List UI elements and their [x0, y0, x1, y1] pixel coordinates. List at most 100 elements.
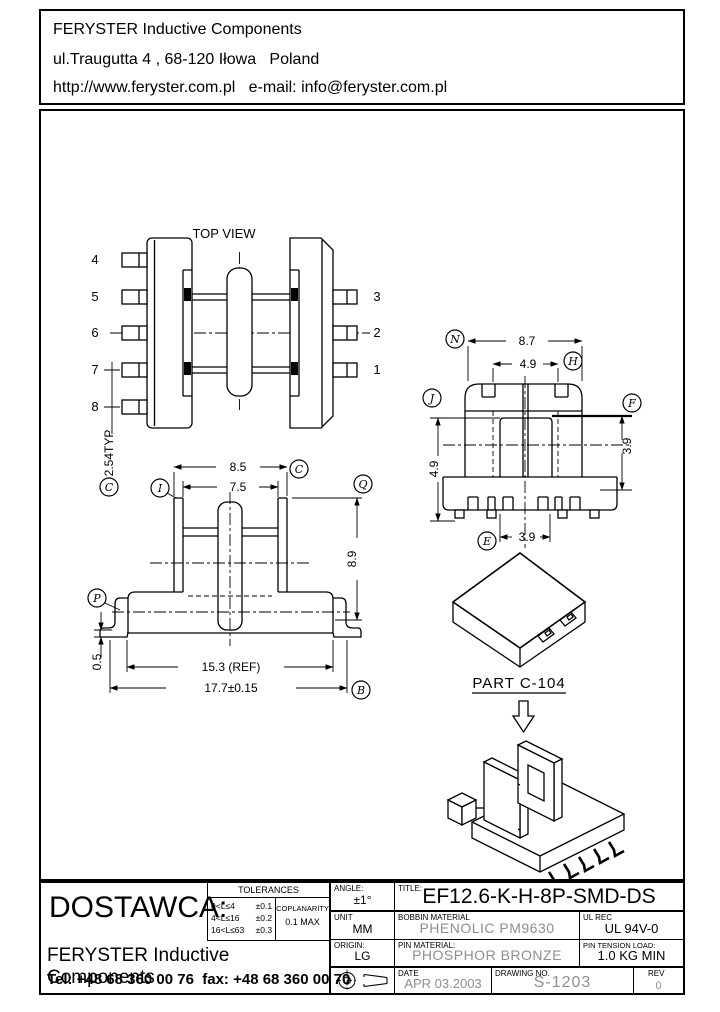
origin-value: LG	[354, 949, 371, 963]
rev-value: 0	[655, 980, 662, 992]
ul-rec-value: UL 94V-0	[604, 921, 659, 936]
pin-material-value: PHOSPHOR BRONZE	[412, 947, 562, 963]
dim-side-width: 8.7	[519, 334, 536, 348]
top-view-title: TOP VIEW	[192, 226, 256, 241]
dim-front-width-outer: 8.5	[230, 460, 247, 474]
tol-range-2: 4<L≤16	[211, 913, 240, 923]
row-materials-1: UNIT MM BOBBIN MATERIAL PHENOLIC PM9630 …	[331, 912, 683, 940]
pin-label-5: 5	[91, 289, 98, 304]
core-part-view: PART C-104	[451, 552, 587, 734]
origin-cell: ORIGIN: LG	[331, 940, 394, 966]
coplanarity-cell: COPLANARITY 0.1 MAX	[275, 898, 329, 941]
tolerances-table: TOLERANCES 0<L≤4 ±0.1 4<L≤16 ±0.2 16<L≤63 ±…	[207, 883, 329, 941]
ref-circle-c-pitch: C	[105, 481, 114, 494]
drawing-no-label: DRAWING NO.	[495, 969, 550, 978]
ul-rec-cell: UL REC UL 94V-0	[579, 912, 683, 939]
ref-circle-c: C	[295, 463, 304, 476]
projection-symbol-cell	[331, 968, 394, 993]
dim-side-left-height: 4.9	[427, 460, 441, 477]
core-part-label: PART C-104	[472, 675, 565, 692]
row-footer: DATE APR 03.2003 DRAWING NO. S-1203 REV …	[331, 968, 683, 993]
tolerances-ranges: 0<L≤4 ±0.1 4<L≤16 ±0.2 16<L≤63 ±0.3	[208, 898, 275, 941]
pin-label-4: 4	[91, 252, 98, 267]
pin-label-3: 3	[373, 289, 380, 304]
ref-circle-j: J	[428, 392, 435, 405]
down-arrow-icon	[511, 700, 536, 734]
tol-value-2: ±0.2	[255, 913, 273, 923]
pin-material-cell: PIN MATERIAL: PHOSPHOR BRONZE	[394, 940, 579, 966]
company-name: FERYSTER Inductive Components	[53, 21, 302, 38]
supplier-company: FERYSTER Inductive Components	[47, 945, 230, 988]
dim-side-bottom: 3.9	[519, 530, 536, 544]
supplier-contact: Tel: +48 68 360 00 76 fax: +48 68 360 00…	[47, 971, 351, 988]
ref-circle-e: E	[482, 535, 491, 548]
tol-value-3: ±0.3	[255, 925, 273, 935]
ref-circle-q: Q	[358, 478, 367, 491]
top-view: TOP VIEW	[91, 226, 381, 497]
ref-circle-p: P	[92, 592, 101, 605]
row-materials-2: ORIGIN: LG PIN MATERIAL: PHOSPHOR BRONZE…	[331, 940, 683, 968]
first-angle-projection-icon	[336, 969, 388, 992]
pin-tension-value: 1.0 KG MIN	[597, 948, 666, 963]
dim-pitch: 2.54TYP	[102, 430, 116, 477]
header-box: FERYSTER Inductive Components ul.Traugut…	[39, 9, 685, 105]
supplier-label: DOSTAWCA:	[49, 891, 228, 924]
company-address: ul.Traugutta 4 , 68-120 Iłowa Poland	[53, 51, 320, 68]
dim-ref-width: 15.3 (REF)	[202, 660, 261, 674]
unit-label: UNIT	[334, 913, 353, 922]
top-view-left-pins	[121, 252, 148, 415]
rev-cell: REV 0	[633, 968, 683, 993]
rev-label: REV	[648, 969, 665, 978]
pin-tension-label: PIN TENSION LOAD:	[583, 941, 656, 950]
coplanarity-value: 0.1 MAX	[285, 917, 320, 927]
ref-circle-h: H	[567, 355, 578, 368]
bobbin-material-label: BOBBIN MATERIAL	[398, 913, 470, 922]
pin-tension-cell: PIN TENSION LOAD: 1.0 KG MIN	[579, 940, 683, 966]
drawing-no-value: S-1203	[533, 974, 592, 991]
side-view: 8.7 4.9 N H J F E	[422, 329, 642, 551]
pin-material-label: PIN MATERIAL:	[398, 941, 456, 950]
pin-label-8: 8	[91, 399, 98, 414]
date-cell: DATE APR 03.2003	[394, 968, 491, 993]
title-label: TITLE:	[398, 884, 423, 893]
title-block-divider	[329, 883, 331, 993]
bobbin-material-cell: BOBBIN MATERIAL PHENOLIC PM9630	[394, 912, 579, 939]
supplier-cell: DOSTAWCA: FERYSTER Inductive Components …	[41, 883, 350, 993]
angle-label: ANGLE:	[334, 884, 364, 893]
tol-range-1: 0<L≤4	[211, 901, 235, 911]
company-web-email: http://www.feryster.com.pl e-mail: info@…	[53, 79, 448, 96]
date-label: DATE	[398, 969, 419, 978]
angle-cell: ANGLE: ±1°	[331, 883, 394, 910]
ul-rec-label: UL REC	[583, 913, 613, 922]
dim-side-right-height: 3.9	[620, 437, 634, 454]
unit-cell: UNIT MM	[331, 912, 394, 939]
tol-value-1: ±0.1	[255, 901, 273, 911]
dim-front-width-inner: 7.5	[230, 480, 247, 494]
angle-value: ±1°	[353, 893, 372, 907]
pin-label-1: 1	[373, 362, 380, 377]
pin-label-7: 7	[91, 362, 98, 377]
drawing-title: EF12.6-K-H-8P-SMD-DS	[422, 885, 656, 908]
ref-circle-f: F	[627, 397, 636, 410]
title-cell: TITLE: EF12.6-K-H-8P-SMD-DS	[394, 883, 683, 910]
technical-drawing-svg: TOP VIEW	[87, 226, 642, 889]
date-value: APR 03.2003	[404, 976, 482, 991]
bobbin-material-value: PHENOLIC PM9630	[419, 920, 555, 936]
dim-front-height: 8.9	[345, 550, 359, 567]
dim-total-width: 17.7±0.15	[204, 681, 258, 695]
title-block: DOSTAWCA: FERYSTER Inductive Components …	[39, 881, 685, 995]
tolerances-title: TOLERANCES	[208, 883, 329, 898]
tol-range-3: 16<L≤63	[211, 925, 245, 935]
drawing-area: TOP VIEW	[39, 109, 685, 889]
coplanarity-label: COPLANARITY	[276, 904, 329, 913]
top-view-right-pins	[332, 289, 358, 378]
row-title: ANGLE: ±1° TITLE: EF12.6-K-H-8P-SMD-DS	[331, 883, 683, 912]
ref-circle-n: N	[449, 333, 460, 346]
dim-side-inner: 4.9	[520, 357, 537, 371]
unit-value: MM	[352, 922, 373, 936]
front-view: 8.5 7.5 I C Q	[87, 459, 373, 700]
isometric-bobbin-view	[446, 740, 626, 889]
pin-label-6: 6	[91, 325, 98, 340]
drawing-no-cell: DRAWING NO. S-1203	[491, 968, 633, 993]
